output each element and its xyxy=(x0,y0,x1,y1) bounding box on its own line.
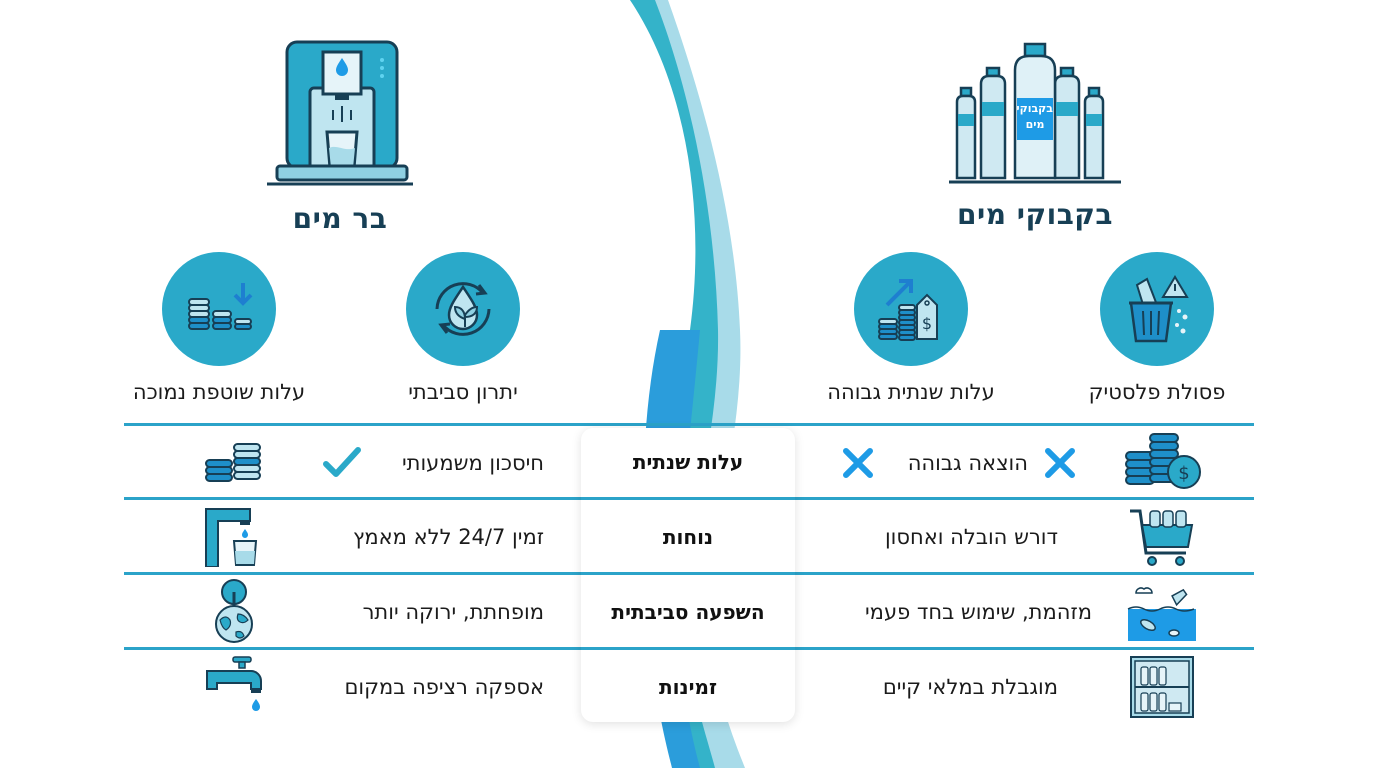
feature-environmental-advantage: יתרון סביבתי xyxy=(368,252,558,404)
water-bar-hero: בר מים xyxy=(250,40,430,235)
feature-label: עלות שנתית גבוהה xyxy=(827,380,995,404)
feature-plastic-waste: פסולת פלסטיק xyxy=(1062,252,1252,404)
bottles-environmental-text: מזהמת, שימוש בחד פעמי xyxy=(864,600,1092,624)
water-bar-dispenser-icon xyxy=(250,40,430,192)
plastic-trash-warning-icon xyxy=(1100,252,1214,366)
bar-availability-text: אספקה רציפה במקום xyxy=(344,675,544,699)
feature-label: פסולת פלסטיק xyxy=(1088,380,1226,404)
drop-leaf-recycle-icon xyxy=(406,252,520,366)
category-card xyxy=(581,428,795,722)
bottles-convenience-text: דורש הובלה ואחסון xyxy=(884,525,1058,549)
bottle-shelf-icon xyxy=(1129,655,1195,723)
category-availability: זמינות xyxy=(659,675,717,699)
svg-text:$: $ xyxy=(922,314,932,333)
category-convenience: נוחות xyxy=(662,525,714,549)
water-bottles-hero: בקבוקי מים בקבוקי מים xyxy=(935,40,1135,231)
feature-high-annual-cost: $ עלות שנתית גבוהה xyxy=(816,252,1006,404)
bar-annual-cost-text: חיסכון משמעותי xyxy=(401,451,544,475)
check-mark-icon xyxy=(320,444,364,484)
feature-label: עלות שוטפת נמוכה xyxy=(132,380,306,404)
card-divider-line xyxy=(581,572,795,575)
globe-tree-icon xyxy=(212,578,256,648)
bottles-availability-text: מוגבלת במלאי קיים xyxy=(882,675,1058,699)
water-bottles-title: בקבוקי מים xyxy=(957,198,1113,231)
bottles-annual-cost-text: הוצאה גבוהה xyxy=(907,451,1028,475)
svg-text:$: $ xyxy=(1178,463,1189,484)
category-annual-cost: עלות שנתית xyxy=(632,450,744,474)
bottle-label-line-1: בקבוקי xyxy=(1016,102,1053,115)
x-mark-icon xyxy=(1042,445,1078,485)
tap-drip-icon xyxy=(205,655,265,721)
bar-environmental-text: מופחתת, ירוקה יותר xyxy=(362,600,544,624)
card-divider-line xyxy=(581,497,795,500)
feature-label: יתרון סביבתי xyxy=(408,380,518,404)
bottle-label-line-2: מים xyxy=(1025,118,1045,131)
water-bar-title: בר מים xyxy=(292,202,388,235)
coins-price-tag-up-icon: $ xyxy=(854,252,968,366)
category-environmental-impact: השפעה סביבתית xyxy=(611,600,765,624)
coins-down-arrow-icon xyxy=(162,252,276,366)
shopping-cart-bottles-icon xyxy=(1128,503,1196,571)
card-divider-line xyxy=(581,647,795,650)
x-mark-icon xyxy=(840,445,876,485)
water-bottles-icon: בקבוקי מים xyxy=(945,40,1125,188)
faucet-glass-icon xyxy=(204,505,260,571)
ocean-plastic-pollution-icon xyxy=(1126,583,1198,645)
divider-line xyxy=(124,423,1254,426)
coins-dollar-icon: $ xyxy=(1122,432,1202,496)
feature-low-running-cost: עלות שוטפת נמוכה xyxy=(124,252,314,404)
coin-stacks-icon xyxy=(204,440,264,492)
bar-convenience-text: זמין 24/7 ללא מאמץ xyxy=(353,525,544,549)
